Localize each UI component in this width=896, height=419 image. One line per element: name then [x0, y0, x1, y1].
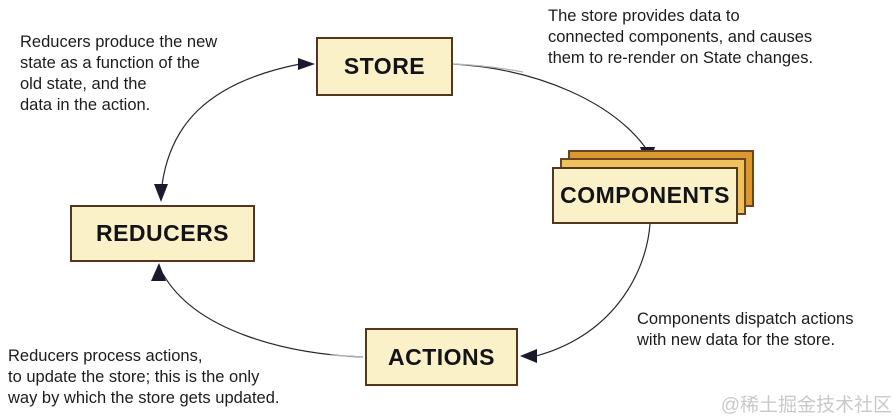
annotation-store-provides: The store provides data to connected com…	[548, 7, 814, 67]
watermark: @稀土掘金技术社区	[720, 395, 892, 416]
arrowhead-into-actions	[520, 349, 537, 363]
annotation-reducers-process: Reducers process actions, to update the …	[8, 347, 280, 407]
node-reducers-label: REDUCERS	[95, 220, 230, 246]
node-components-label: COMPONENTS	[560, 182, 730, 208]
arrow-reducers-to-store	[154, 58, 315, 202]
node-reducers: REDUCERS	[70, 205, 255, 262]
arrowhead-into-store	[298, 58, 315, 70]
annotation-components-dispatch: Components dispatch actions with new dat…	[637, 310, 854, 349]
arrowhead-into-reducers-bottom	[151, 263, 166, 281]
annotation-reducers-produce: Reducers produce the new state as a func…	[20, 33, 218, 114]
node-actions: ACTIONS	[365, 328, 518, 386]
arrowhead-into-reducers-top	[154, 184, 168, 202]
node-actions-label: ACTIONS	[388, 343, 495, 370]
node-store: STORE	[316, 37, 453, 96]
arrow-actions-to-reducers	[151, 263, 364, 358]
node-store-label: STORE	[343, 53, 426, 79]
arrow-components-to-actions	[520, 223, 651, 363]
node-components: COMPONENTS	[552, 167, 738, 224]
